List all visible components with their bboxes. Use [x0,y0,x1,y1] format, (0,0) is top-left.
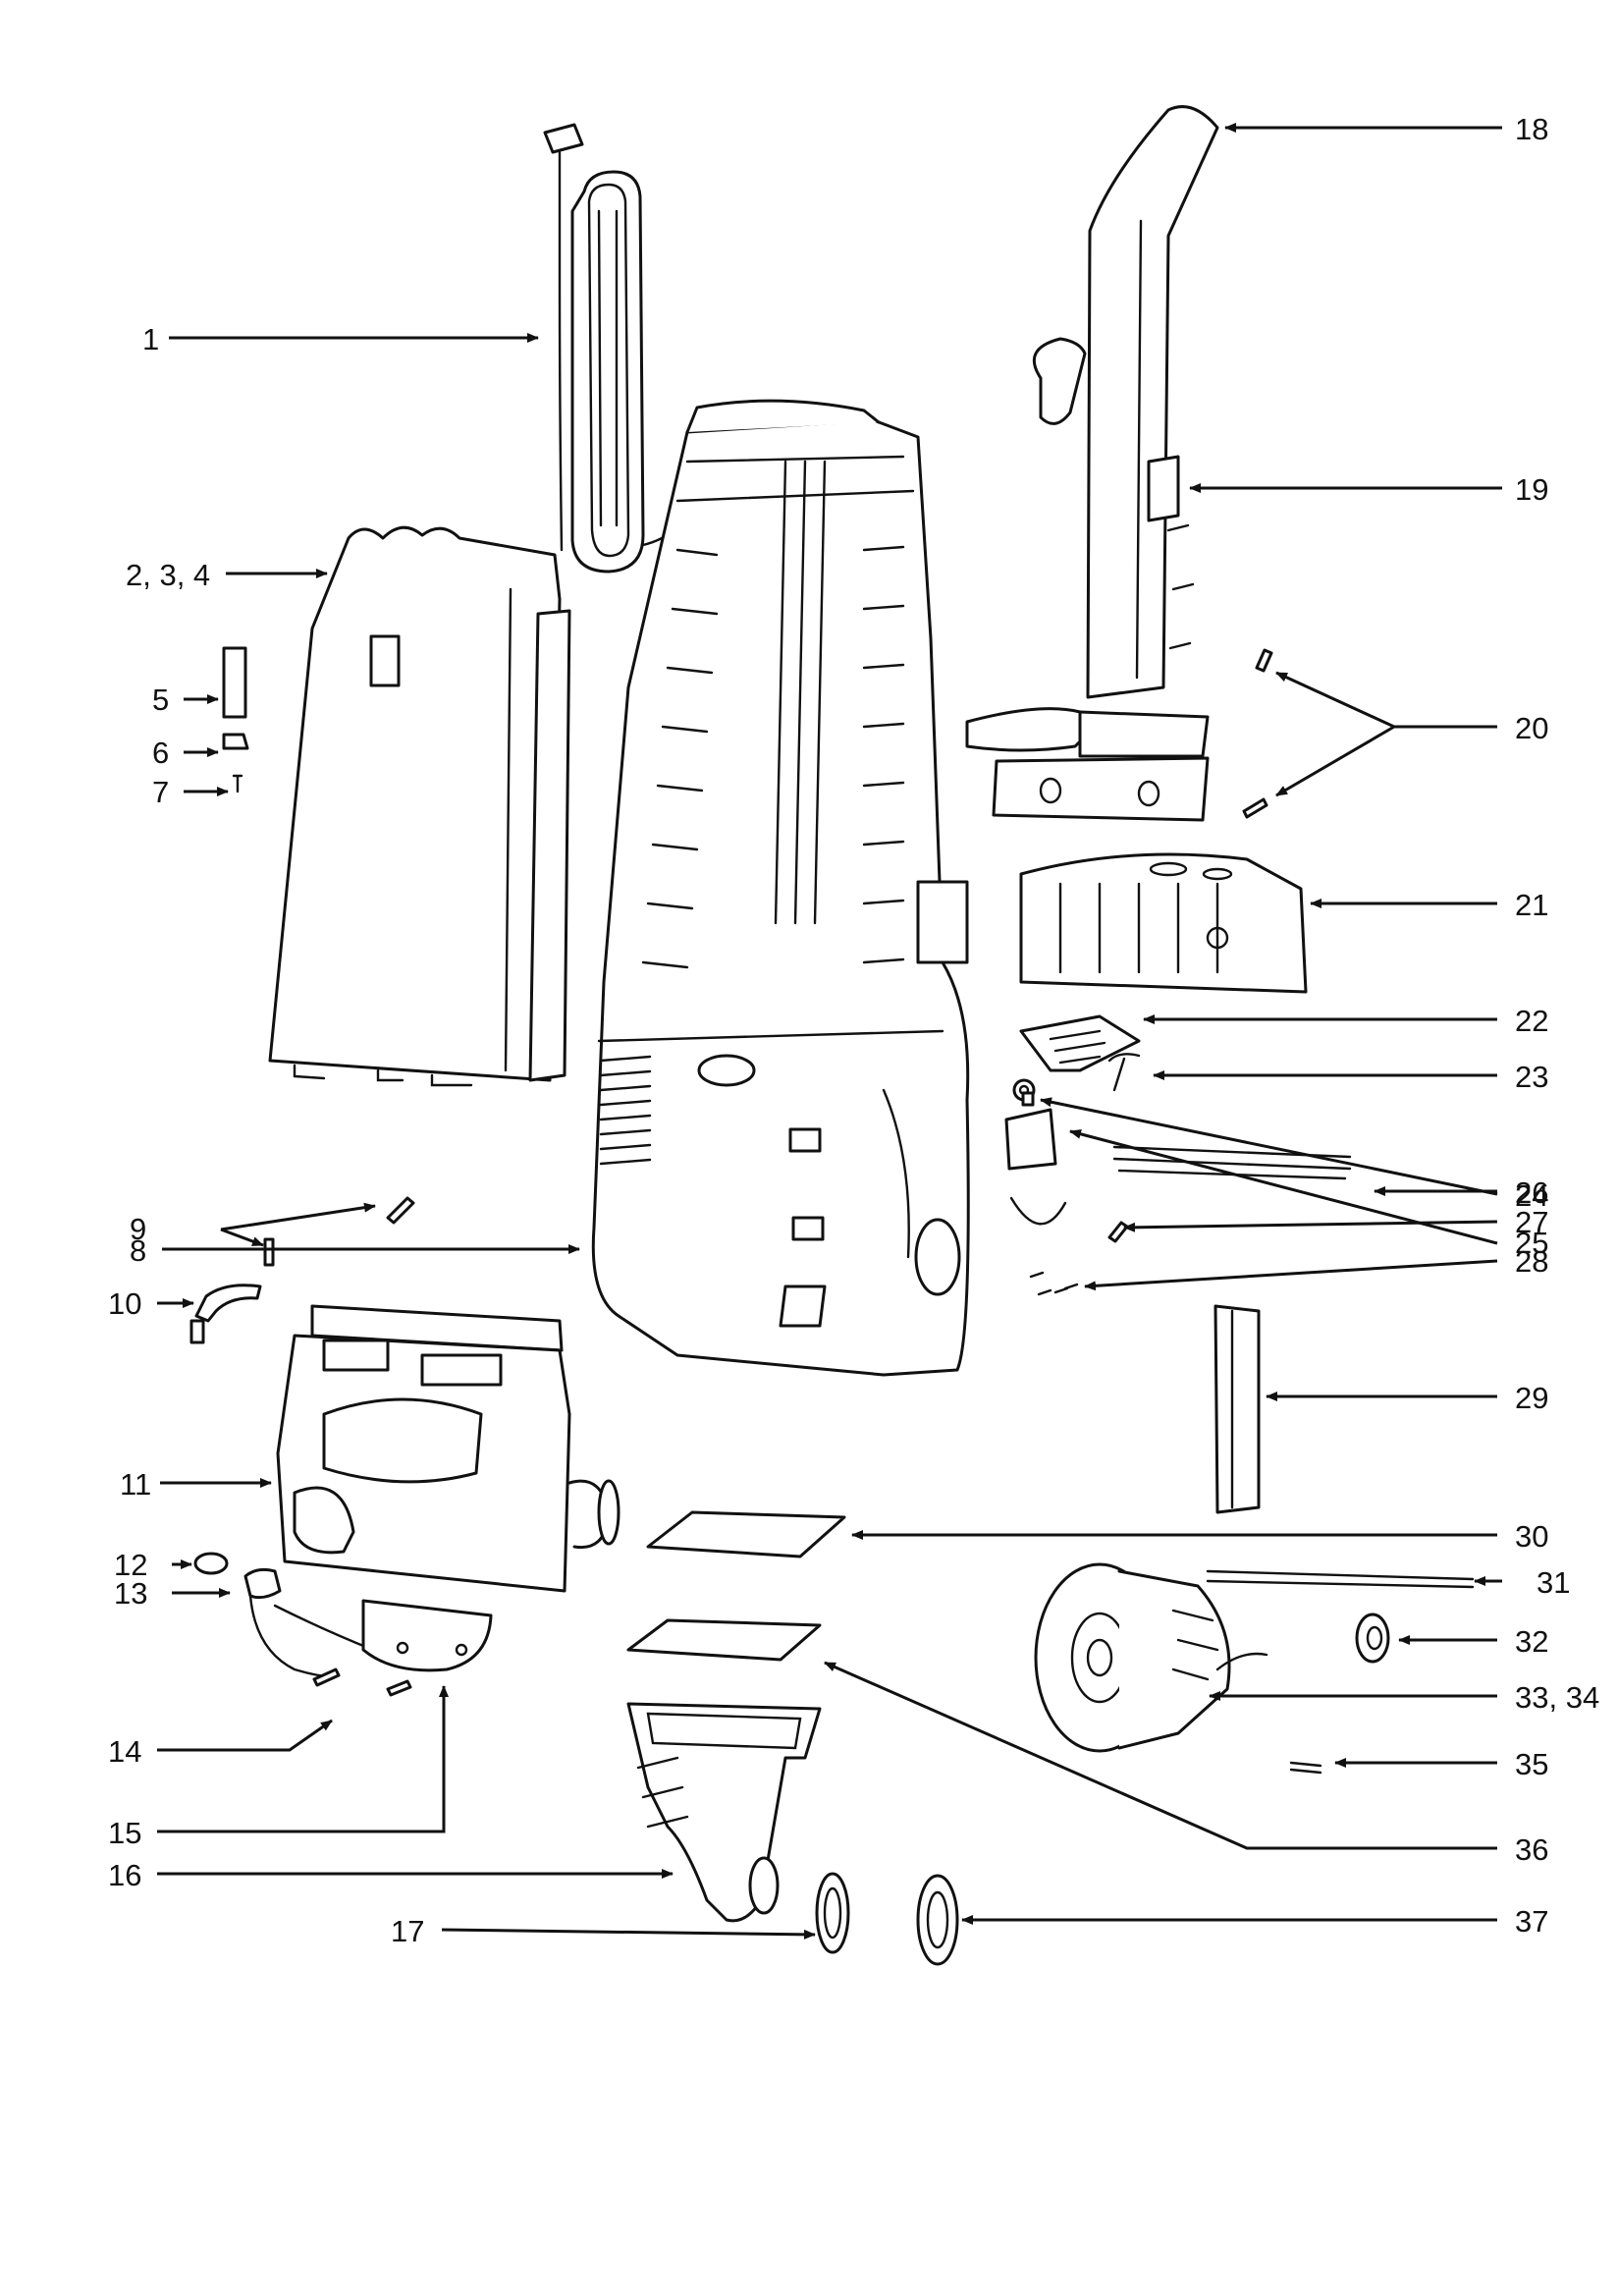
leader-lines [157,123,1502,1940]
panel-29 [1214,1304,1261,1514]
bearing-32 [1355,1613,1390,1664]
callout-13: 13 [114,1576,147,1611]
main-housing [591,399,970,1377]
callout-30: 30 [1515,1519,1548,1554]
callout-32: 32 [1515,1624,1548,1659]
callout-31: 31 [1537,1565,1570,1600]
pins-28 [1029,1271,1079,1296]
callout-12: 12 [114,1548,147,1582]
callout-10: 10 [108,1286,141,1321]
callout-9: 9 [130,1212,146,1246]
handle-assembly [965,105,1219,822]
callout-21: 21 [1515,888,1548,922]
callout-18: 18 [1515,112,1548,146]
callout-27: 27 [1515,1205,1548,1239]
bracket-21 [1019,852,1308,994]
motor-33-34 [1034,1562,1268,1753]
wheel-37 [916,1874,959,1966]
dust-bag [268,525,571,1087]
screws-20 [1242,648,1273,819]
switch-parts-12-13 [193,1552,375,1677]
callout-28: 28 [1515,1244,1548,1279]
switch-25 [1004,1091,1067,1226]
ring-17 [815,1872,850,1954]
callout-16: 16 [108,1858,141,1892]
screws-9 [263,1196,415,1267]
callout-22: 22 [1515,1004,1548,1038]
callout-11: 11 [120,1467,151,1502]
callout-29: 29 [1515,1381,1548,1415]
callout-14: 14 [108,1734,141,1769]
lower-housing [276,1304,620,1593]
callout-1: 1 [142,322,159,356]
pin-35 [1289,1761,1322,1775]
filter-30 [646,1510,846,1558]
gasket-31 [1206,1569,1475,1589]
callout-8: 8 [130,1233,146,1268]
nozzle-16 [626,1702,822,1923]
callout-23: 23 [1515,1060,1548,1094]
screw-27 [1107,1221,1129,1243]
power-cord [543,123,674,574]
plate-22 [1019,1014,1141,1072]
callout-33-34: 33, 34 [1515,1680,1599,1715]
spring-23 [1107,1053,1141,1092]
callout-7: 7 [152,775,169,809]
callout-35: 35 [1515,1747,1548,1781]
callout-20: 20 [1515,711,1548,745]
callout-2-3-4: 2, 3, 4 [126,558,210,592]
bag-small-parts [222,646,249,793]
callout-17: 17 [391,1914,424,1948]
cord-clip-10 [189,1284,262,1344]
cover-plate-14-15 [312,1599,493,1697]
callout-labels: 1 2, 3, 4 5 6 7 8 9 10 11 12 13 14 15 16… [108,112,1599,1948]
callout-19: 19 [1515,472,1548,507]
callout-37: 37 [1515,1904,1548,1939]
callout-26: 26 [1515,1175,1548,1210]
callout-36: 36 [1515,1832,1548,1867]
callout-5: 5 [152,683,169,717]
frame-36 [626,1618,822,1662]
callout-25: 25 [1515,1226,1548,1260]
callout-6: 6 [152,736,169,770]
callout-15: 15 [108,1816,141,1850]
callout-24: 24 [1515,1178,1548,1213]
